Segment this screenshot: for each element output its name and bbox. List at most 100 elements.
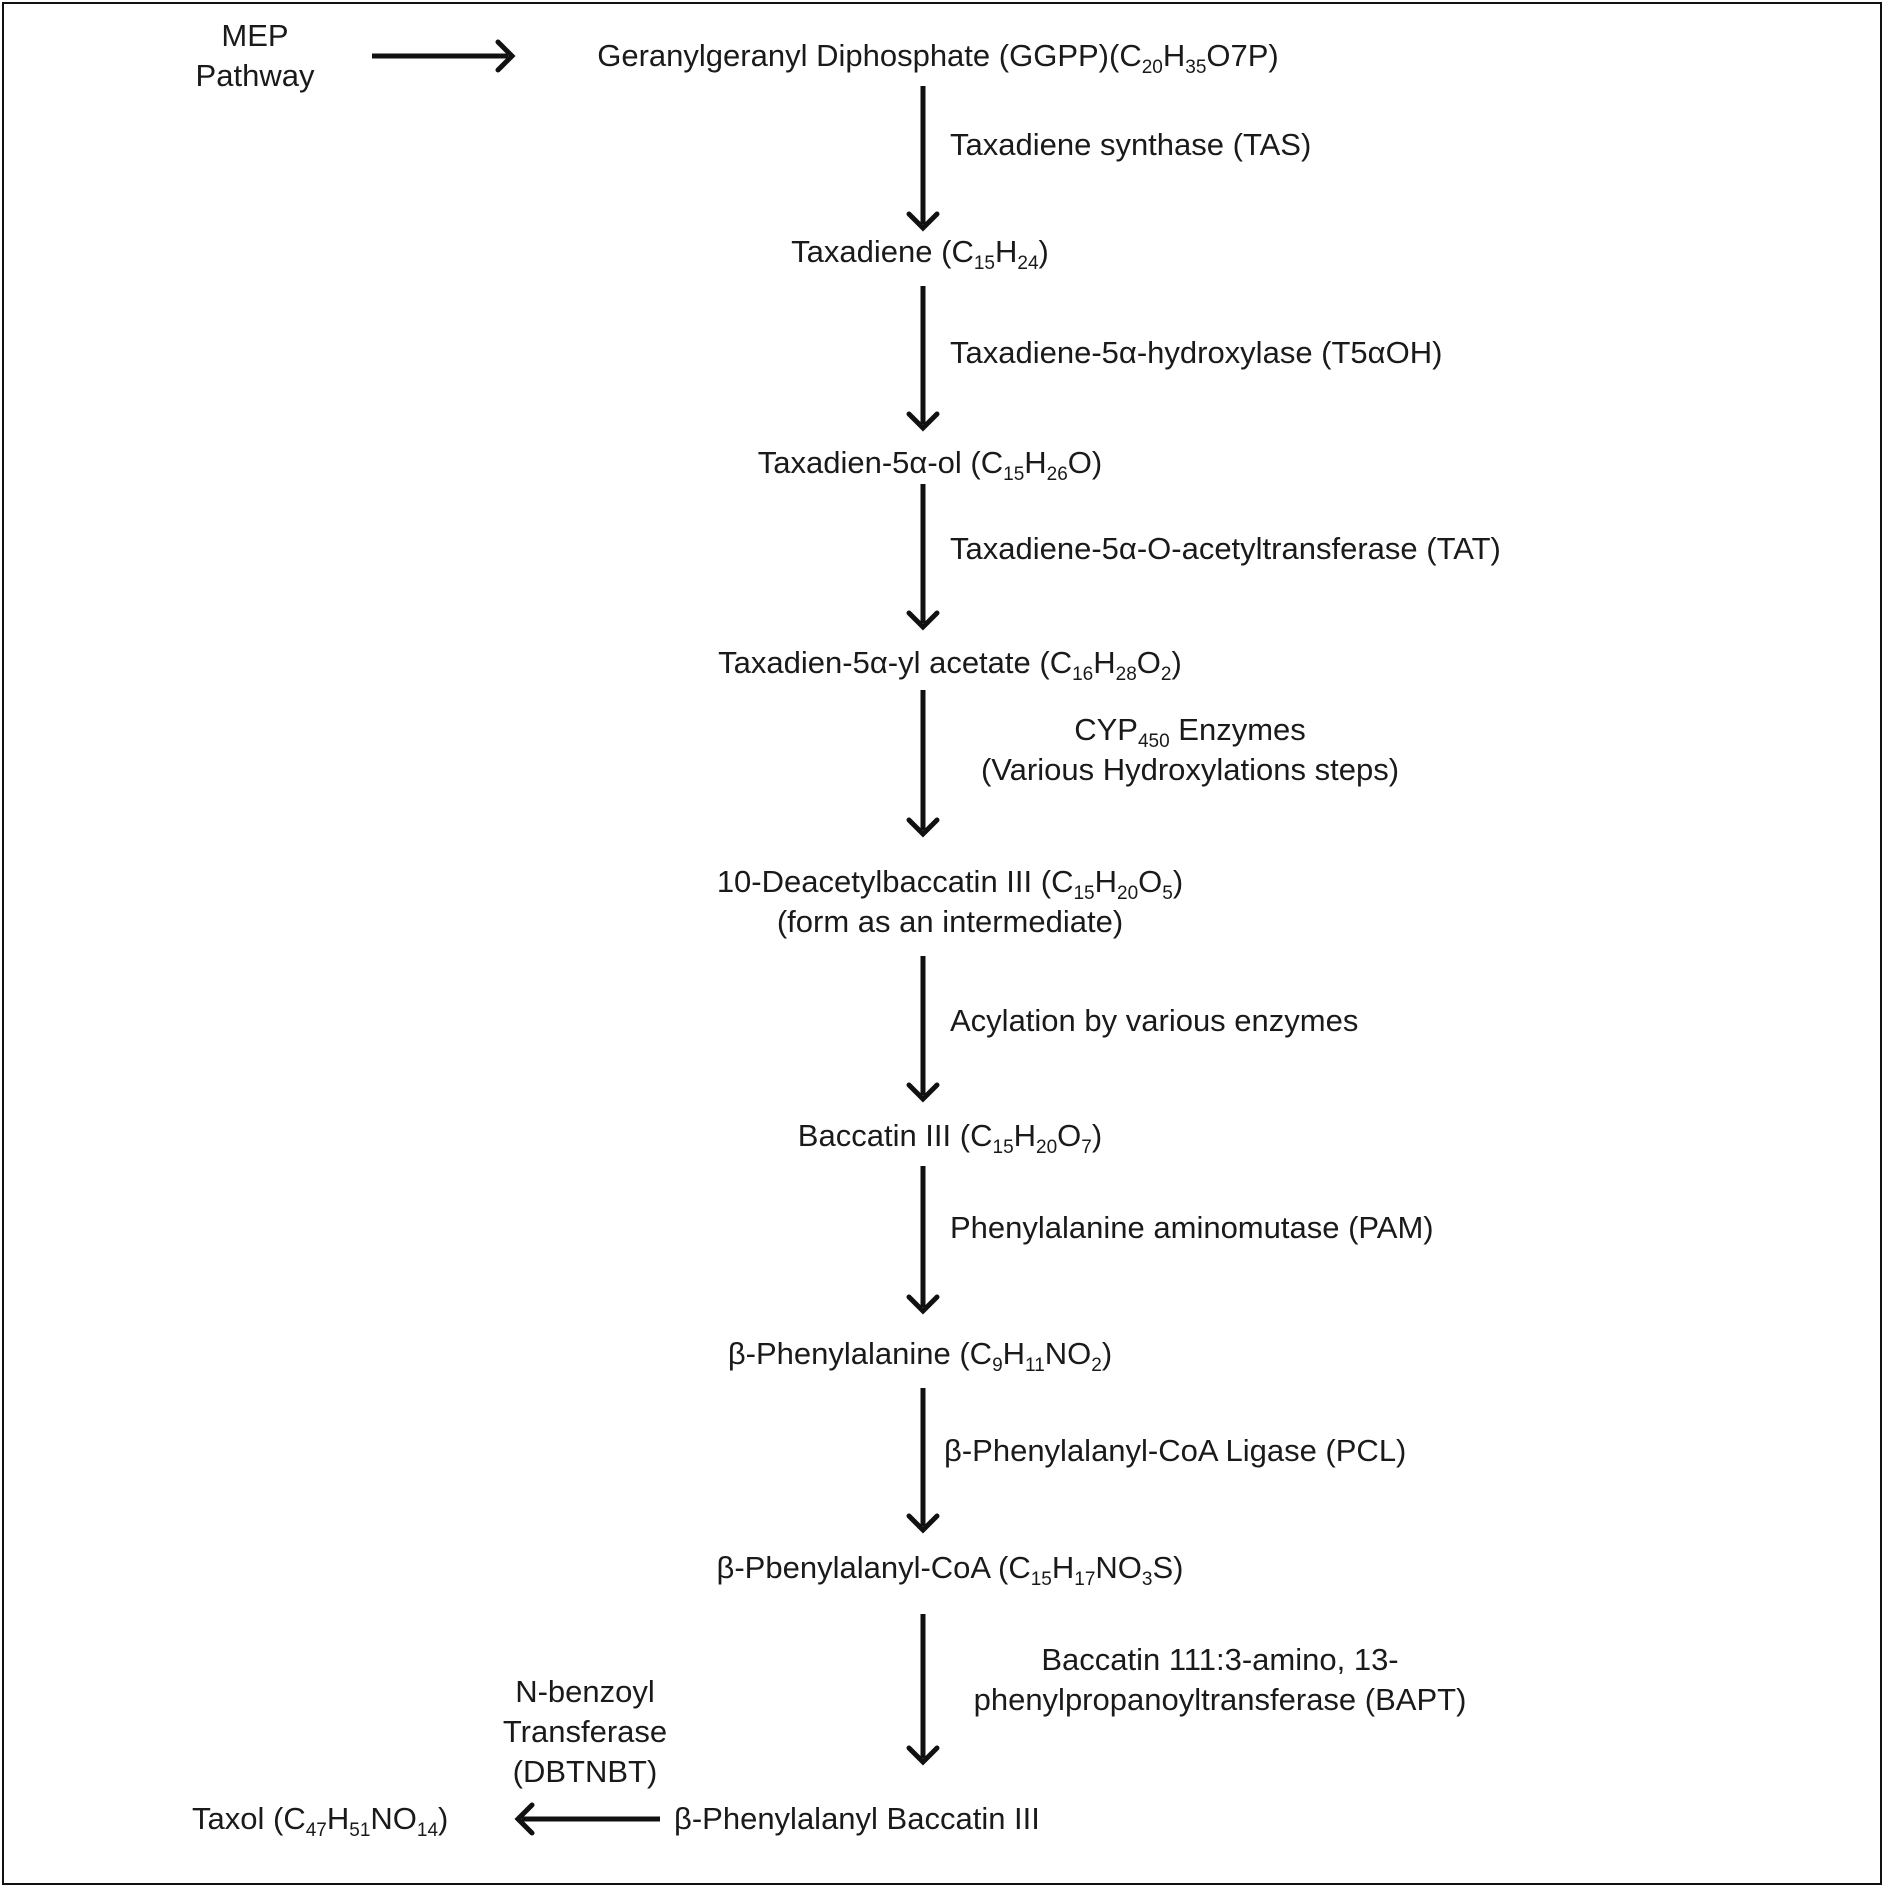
node-beta-phenylalanyl-baccatin: β-Phenylalanyl Baccatin III xyxy=(674,1799,1040,1839)
node-beta-pbenylalanyl-coa: β-Pbenylalanyl-CoA (C15H17NO3S) xyxy=(600,1548,1300,1590)
node-10-deacetylbaccatin-note: (form as an intermediate) xyxy=(776,904,1124,939)
mep-pathway-label: MEP Pathway xyxy=(170,16,340,96)
node-baccatin-iii-name: Baccatin III xyxy=(797,1118,952,1153)
formula-part-text: (C xyxy=(1109,38,1142,73)
mep-line2: Pathway xyxy=(195,58,315,93)
enzyme-cyp450-line2: (Various Hydroxylations steps) xyxy=(980,752,1400,787)
node-taxadiene: Taxadiene (C15H24) xyxy=(650,232,1190,273)
formula-part-text: ) xyxy=(1172,864,1184,899)
enzyme-tas-label: Taxadiene synthase (TAS) xyxy=(950,127,1312,162)
arrow-ggpp-to-taxadiene xyxy=(906,86,940,232)
formula-part-text: H xyxy=(994,234,1018,269)
formula-part-subscript: 2 xyxy=(1160,664,1172,685)
node-taxol-formula: (C47H51NO14) xyxy=(273,1801,448,1840)
node-taxadien-ol: Taxadien-5α-ol (C15H26O) xyxy=(630,443,1230,484)
enzyme-tat-label: Taxadiene-5α-O-acetyltransferase (TAT) xyxy=(950,531,1501,566)
node-baccatin-iii-formula: (C15H20O7) xyxy=(959,1118,1103,1157)
enzyme-dbtnbt-line3: (DBTNBT) xyxy=(512,1754,658,1789)
formula-part-subscript: 20 xyxy=(1036,1137,1058,1158)
formula-part-text: NO xyxy=(370,1801,417,1836)
node-taxadien-ol-name: Taxadien-5α-ol xyxy=(757,445,962,480)
node-beta-pbenylalanyl-coa-name: β-Pbenylalanyl-CoA xyxy=(716,1550,990,1585)
node-baccatin-iii: Baccatin III (C15H20O7) xyxy=(650,1116,1250,1157)
arrow-taxadienol-to-acetate xyxy=(906,484,940,631)
enzyme-pam: Phenylalanine aminomutase (PAM) xyxy=(950,1208,1434,1248)
formula-part-subscript: 15 xyxy=(973,253,995,274)
formula-part-text: O xyxy=(1136,645,1161,680)
arrow-mep-to-ggpp xyxy=(372,39,516,73)
node-taxadienyl-acetate-formula: (C16H28O2) xyxy=(1039,645,1181,684)
formula-part-subscript: 51 xyxy=(349,1820,371,1841)
formula-part-subscript: 26 xyxy=(1046,464,1068,485)
formula-part-text: ) xyxy=(1101,1336,1113,1371)
formula-part-text: O xyxy=(1057,1118,1082,1153)
formula-part-text: NO xyxy=(1095,1550,1142,1585)
formula-part-subscript: 17 xyxy=(1074,1569,1096,1590)
enzyme-part-subscript: 450 xyxy=(1137,731,1170,752)
enzyme-part-text: CYP xyxy=(1074,712,1138,747)
node-beta-phenylalanine-formula: (C9H11NO2) xyxy=(959,1336,1113,1375)
enzyme-bapt-line1: Baccatin 111:3-amino, 13- xyxy=(1041,1642,1399,1677)
node-beta-phenylalanine: β-Phenylalanine (C9H11NO2) xyxy=(620,1334,1220,1375)
formula-part-text: ) xyxy=(1091,1118,1103,1153)
formula-part-subscript: 15 xyxy=(1073,883,1095,904)
enzyme-dbtnbt-line2: Transferase xyxy=(502,1714,668,1749)
arrow-taxadiene-to-taxadienol xyxy=(906,286,940,432)
arrow-baccatin-to-phenylalanine xyxy=(906,1166,940,1315)
formula-part-text: O) xyxy=(1067,445,1103,480)
formula-part-subscript: 15 xyxy=(1030,1569,1052,1590)
formula-part-subscript: 14 xyxy=(416,1820,439,1841)
node-taxadienyl-acetate: Taxadien-5α-yl acetate (C16H28O2) xyxy=(600,643,1300,684)
formula-part-text: (C xyxy=(970,445,1004,480)
formula-part-text: H xyxy=(1002,1336,1026,1371)
arrow-phenylalanyl-baccatin-to-taxol xyxy=(514,1802,660,1836)
formula-part-subscript: 15 xyxy=(1003,464,1025,485)
formula-part-text: H xyxy=(1051,1550,1075,1585)
enzyme-tas: Taxadiene synthase (TAS) xyxy=(950,125,1311,165)
enzyme-dbtnbt-line1: N-benzoyl xyxy=(515,1674,655,1709)
node-ggpp: Geranylgeranyl Diphosphate (GGPP)(C20H35… xyxy=(508,36,1368,77)
enzyme-pcl: β-Phenylalanyl-CoA Ligase (PCL) xyxy=(944,1431,1406,1471)
formula-part-text: (C xyxy=(941,234,974,269)
formula-part-text: H xyxy=(1093,645,1116,680)
node-10-deacetylbaccatin: 10-Deacetylbaccatin III (C15H20O5) (form… xyxy=(600,862,1300,942)
formula-part-text: NO xyxy=(1044,1336,1092,1371)
formula-part-subscript: 24 xyxy=(1017,253,1039,274)
enzyme-cyp450-line1: CYP450 Enzymes xyxy=(930,710,1450,752)
formula-part-text: O7P) xyxy=(1206,38,1279,73)
node-taxadiene-formula: (C15H24) xyxy=(941,234,1049,273)
enzyme-pcl-label: β-Phenylalanyl-CoA Ligase (PCL) xyxy=(944,1433,1407,1468)
node-ggpp-formula: (C20H35O7P) xyxy=(1109,38,1279,77)
enzyme-bapt: Baccatin 111:3-amino, 13- phenylpropanoy… xyxy=(940,1640,1500,1720)
formula-part-subscript: 11 xyxy=(1025,1355,1045,1376)
formula-part-text: (C xyxy=(998,1550,1031,1585)
enzyme-bapt-line2: phenylpropanoyltransferase (BAPT) xyxy=(973,1682,1467,1717)
node-10-deacetylbaccatin-name: 10-Deacetylbaccatin III xyxy=(716,864,1033,899)
enzyme-pam-label: Phenylalanine aminomutase (PAM) xyxy=(950,1210,1434,1245)
formula-part-subscript: 47 xyxy=(305,1820,327,1841)
formula-part-text: O xyxy=(1138,864,1163,899)
enzyme-cyp450: CYP450 Enzymes (Various Hydroxylations s… xyxy=(930,710,1450,790)
node-taxol: Taxol (C47H51NO14) xyxy=(192,1799,448,1840)
formula-part-subscript: 7 xyxy=(1081,1137,1092,1158)
formula-part-text: (C xyxy=(1039,645,1073,680)
enzyme-acylation: Acylation by various enzymes xyxy=(950,1001,1358,1041)
formula-part-text: (C xyxy=(959,1118,993,1153)
formula-part-text: H xyxy=(1024,445,1047,480)
formula-part-text: (C xyxy=(1040,864,1074,899)
formula-part-text: H xyxy=(1013,1118,1037,1153)
formula-part-subscript: 5 xyxy=(1162,883,1173,904)
formula-part-text: (C xyxy=(273,1801,306,1836)
enzyme-part-text: Enzymes xyxy=(1169,712,1306,747)
formula-part-text: H xyxy=(326,1801,350,1836)
formula-part-subscript: 3 xyxy=(1141,1569,1153,1590)
formula-part-subscript: 9 xyxy=(992,1355,1003,1376)
node-taxadien-ol-formula: (C15H26O) xyxy=(970,445,1103,484)
node-taxadiene-name: Taxadiene xyxy=(791,234,933,269)
node-beta-phenylalanine-name: β-Phenylalanine xyxy=(727,1336,951,1371)
formula-part-subscript: 15 xyxy=(992,1137,1014,1158)
formula-part-subscript: 16 xyxy=(1072,664,1094,685)
arrow-phenylalanine-to-coa xyxy=(906,1388,940,1534)
